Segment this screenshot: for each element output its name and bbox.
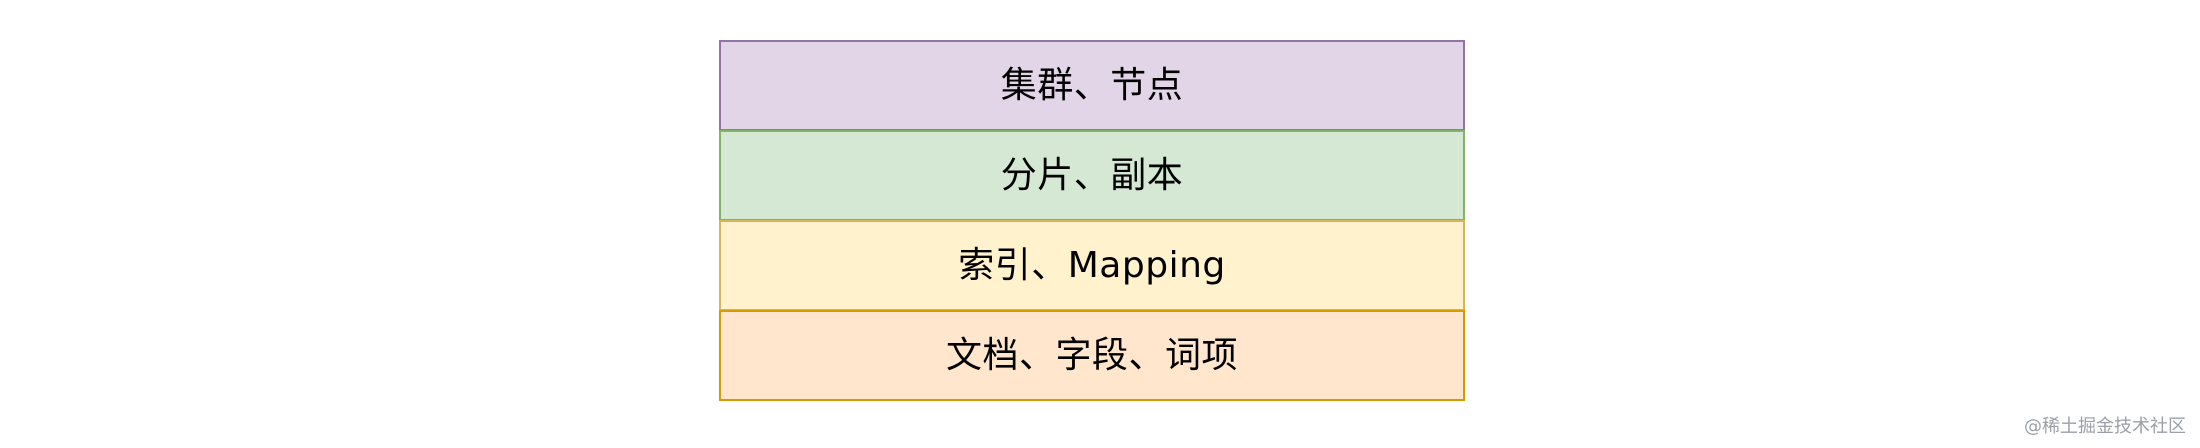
layer-label: 分片、副本 <box>1000 154 1184 196</box>
layer-index-mapping: 索引、Mapping <box>719 220 1465 311</box>
layer-cluster-node: 集群、节点 <box>719 40 1465 131</box>
watermark: @稀土掘金技术社区 <box>2024 416 2186 437</box>
layer-document-field-term: 文档、字段、词项 <box>719 310 1465 401</box>
layer-shard-replica: 分片、副本 <box>719 130 1465 221</box>
layer-label: 集群、节点 <box>1000 64 1184 106</box>
layer-label: 文档、字段、词项 <box>945 334 1238 376</box>
layer-stack: 集群、节点 分片、副本 索引、Mapping 文档、字段、词项 <box>719 40 1465 401</box>
layer-label: 索引、Mapping <box>958 244 1226 286</box>
